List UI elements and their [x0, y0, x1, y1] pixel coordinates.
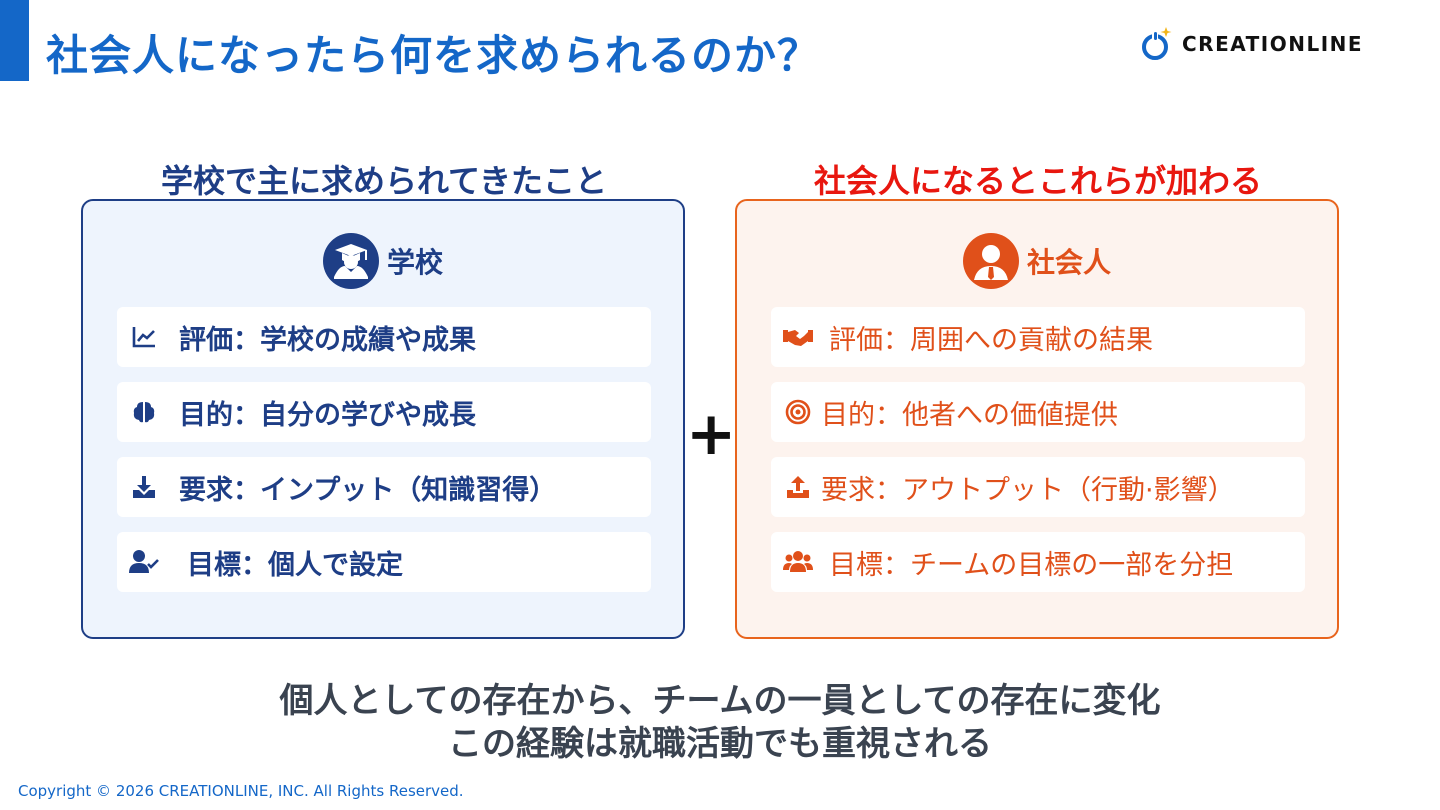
society-item-purpose: 目的：他者への価値提供 — [771, 382, 1305, 442]
company-logo: CREATIONLINE — [1142, 25, 1363, 63]
school-panel-header: 学校 — [83, 233, 683, 289]
brain-icon — [129, 397, 159, 427]
society-heading: 社会人になるとこれらが加わる — [813, 162, 1262, 200]
society-panel: 社会人 評価：周囲への貢献の結果 目的：他者への価値提供 要求：アウトプット（行… — [735, 199, 1339, 639]
society-item-goal: 目標：チームの目標の一部を分担 — [771, 532, 1305, 592]
society-item-list: 評価：周囲への貢献の結果 目的：他者への価値提供 要求：アウトプット（行動·影響… — [771, 307, 1305, 607]
plus-sign: + — [686, 399, 737, 469]
school-item-text: 目的：自分の学びや成長 — [179, 399, 476, 431]
line-chart-icon — [129, 322, 159, 352]
download-icon — [129, 472, 159, 502]
users-icon — [783, 547, 813, 577]
upload-icon — [783, 472, 813, 502]
school-panel-title: 学校 — [386, 246, 443, 279]
school-item-purpose: 目的：自分の学びや成長 — [117, 382, 651, 442]
society-item-text: 評価：周囲への貢献の結果 — [829, 324, 1153, 356]
logo-mark-icon — [1142, 27, 1172, 60]
school-item-list: 評価：学校の成績や成果 目的：自分の学びや成長 要求：インプット（知識習得） 目… — [117, 307, 651, 607]
summary-line-2: この経験は就職活動でも重視される — [448, 724, 992, 764]
society-item-requirement: 要求：アウトプット（行動·影響） — [771, 457, 1305, 517]
society-panel-header: 社会人 — [737, 233, 1337, 289]
businessperson-icon — [962, 233, 1019, 289]
copyright-text: Copyright © 2026 CREATIONLINE, INC. All … — [18, 782, 464, 800]
user-check-icon — [129, 547, 159, 577]
graduate-icon — [322, 233, 379, 289]
society-item-text: 目的：他者への価値提供 — [821, 399, 1118, 431]
target-icon — [783, 397, 813, 427]
society-item-text: 要求：アウトプット（行動·影響） — [821, 474, 1235, 506]
society-panel-title: 社会人 — [1026, 246, 1111, 279]
handshake-icon — [783, 322, 813, 352]
logo-text: CREATIONLINE — [1182, 32, 1364, 56]
school-item-evaluation: 評価：学校の成績や成果 — [117, 307, 651, 367]
school-item-requirement: 要求：インプット（知識習得） — [117, 457, 651, 517]
school-item-text: 評価：学校の成績や成果 — [179, 324, 476, 356]
summary-line-1: 個人としての存在から、チームの一員としての存在に変化 — [279, 681, 1161, 721]
title-accent-bar — [0, 0, 29, 81]
school-item-text: 目標：個人で設定 — [187, 549, 403, 581]
school-item-text: 要求：インプット（知識習得） — [179, 474, 557, 506]
school-panel: 学校 評価：学校の成績や成果 目的：自分の学びや成長 要求：インプット（知識習得… — [81, 199, 685, 639]
society-item-evaluation: 評価：周囲への貢献の結果 — [771, 307, 1305, 367]
school-heading: 学校で主に求められてきたこと — [160, 162, 608, 200]
society-item-text: 目標：チームの目標の一部を分担 — [829, 549, 1234, 581]
school-item-goal: 目標：個人で設定 — [117, 532, 651, 592]
slide-title: 社会人になったら何を求められるのか？ — [46, 31, 821, 80]
